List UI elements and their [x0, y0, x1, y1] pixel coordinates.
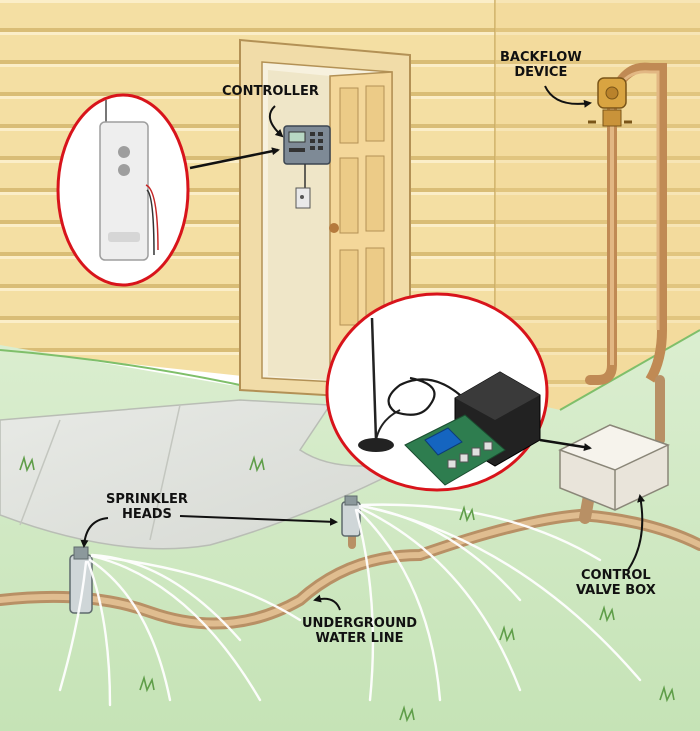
controller-label: CONTROLLER	[222, 84, 319, 99]
sprinkler-label-line2: HEADS	[121, 507, 172, 522]
waterline-arrow	[313, 594, 341, 611]
receiver-to-valvebox-arrow	[539, 438, 592, 452]
backflow-label-line1: BACKFLOW	[500, 50, 582, 65]
grass-tufts	[19, 455, 675, 723]
relay-receiver-icon	[404, 414, 506, 486]
backflow-device-label: BACKFLOW DEVICE	[500, 50, 582, 80]
remote-to-controller-arrow	[189, 147, 280, 170]
backflow-valve-icon	[585, 62, 667, 385]
sprinkler-arrow-left	[80, 517, 109, 548]
sprinkler-label-line1: SPRINKLER	[106, 492, 188, 507]
sprinkler-arrow-right	[179, 515, 338, 526]
sprinkler-heads-label: SPRINKLER HEADS	[106, 492, 188, 522]
controller-label-text: CONTROLLER	[222, 84, 319, 99]
valvebox-arrow	[627, 494, 646, 571]
backflow-label-line2: DEVICE	[514, 65, 568, 80]
underground-water-line-label: UNDERGROUND WATER LINE	[302, 616, 417, 646]
control-valve-box-label: CONTROL VALVE BOX	[576, 568, 656, 598]
waterline-label-line2: WATER LINE	[315, 631, 404, 646]
remote-transmitter-icon	[99, 100, 159, 261]
sidewalk	[0, 399, 403, 550]
water-spray	[58, 503, 642, 707]
controller-arrow	[268, 105, 284, 138]
antenna-icon	[358, 317, 401, 452]
door-knob	[329, 223, 339, 233]
backflow-arrow	[544, 85, 592, 108]
valvebox-label-line2: VALVE BOX	[576, 583, 656, 598]
valvebox-label-line1: CONTROL	[581, 568, 651, 583]
waterline-label-line1: UNDERGROUND	[302, 616, 418, 631]
sidewalk-joints	[19, 404, 181, 541]
controller-panel-icon	[283, 125, 331, 209]
